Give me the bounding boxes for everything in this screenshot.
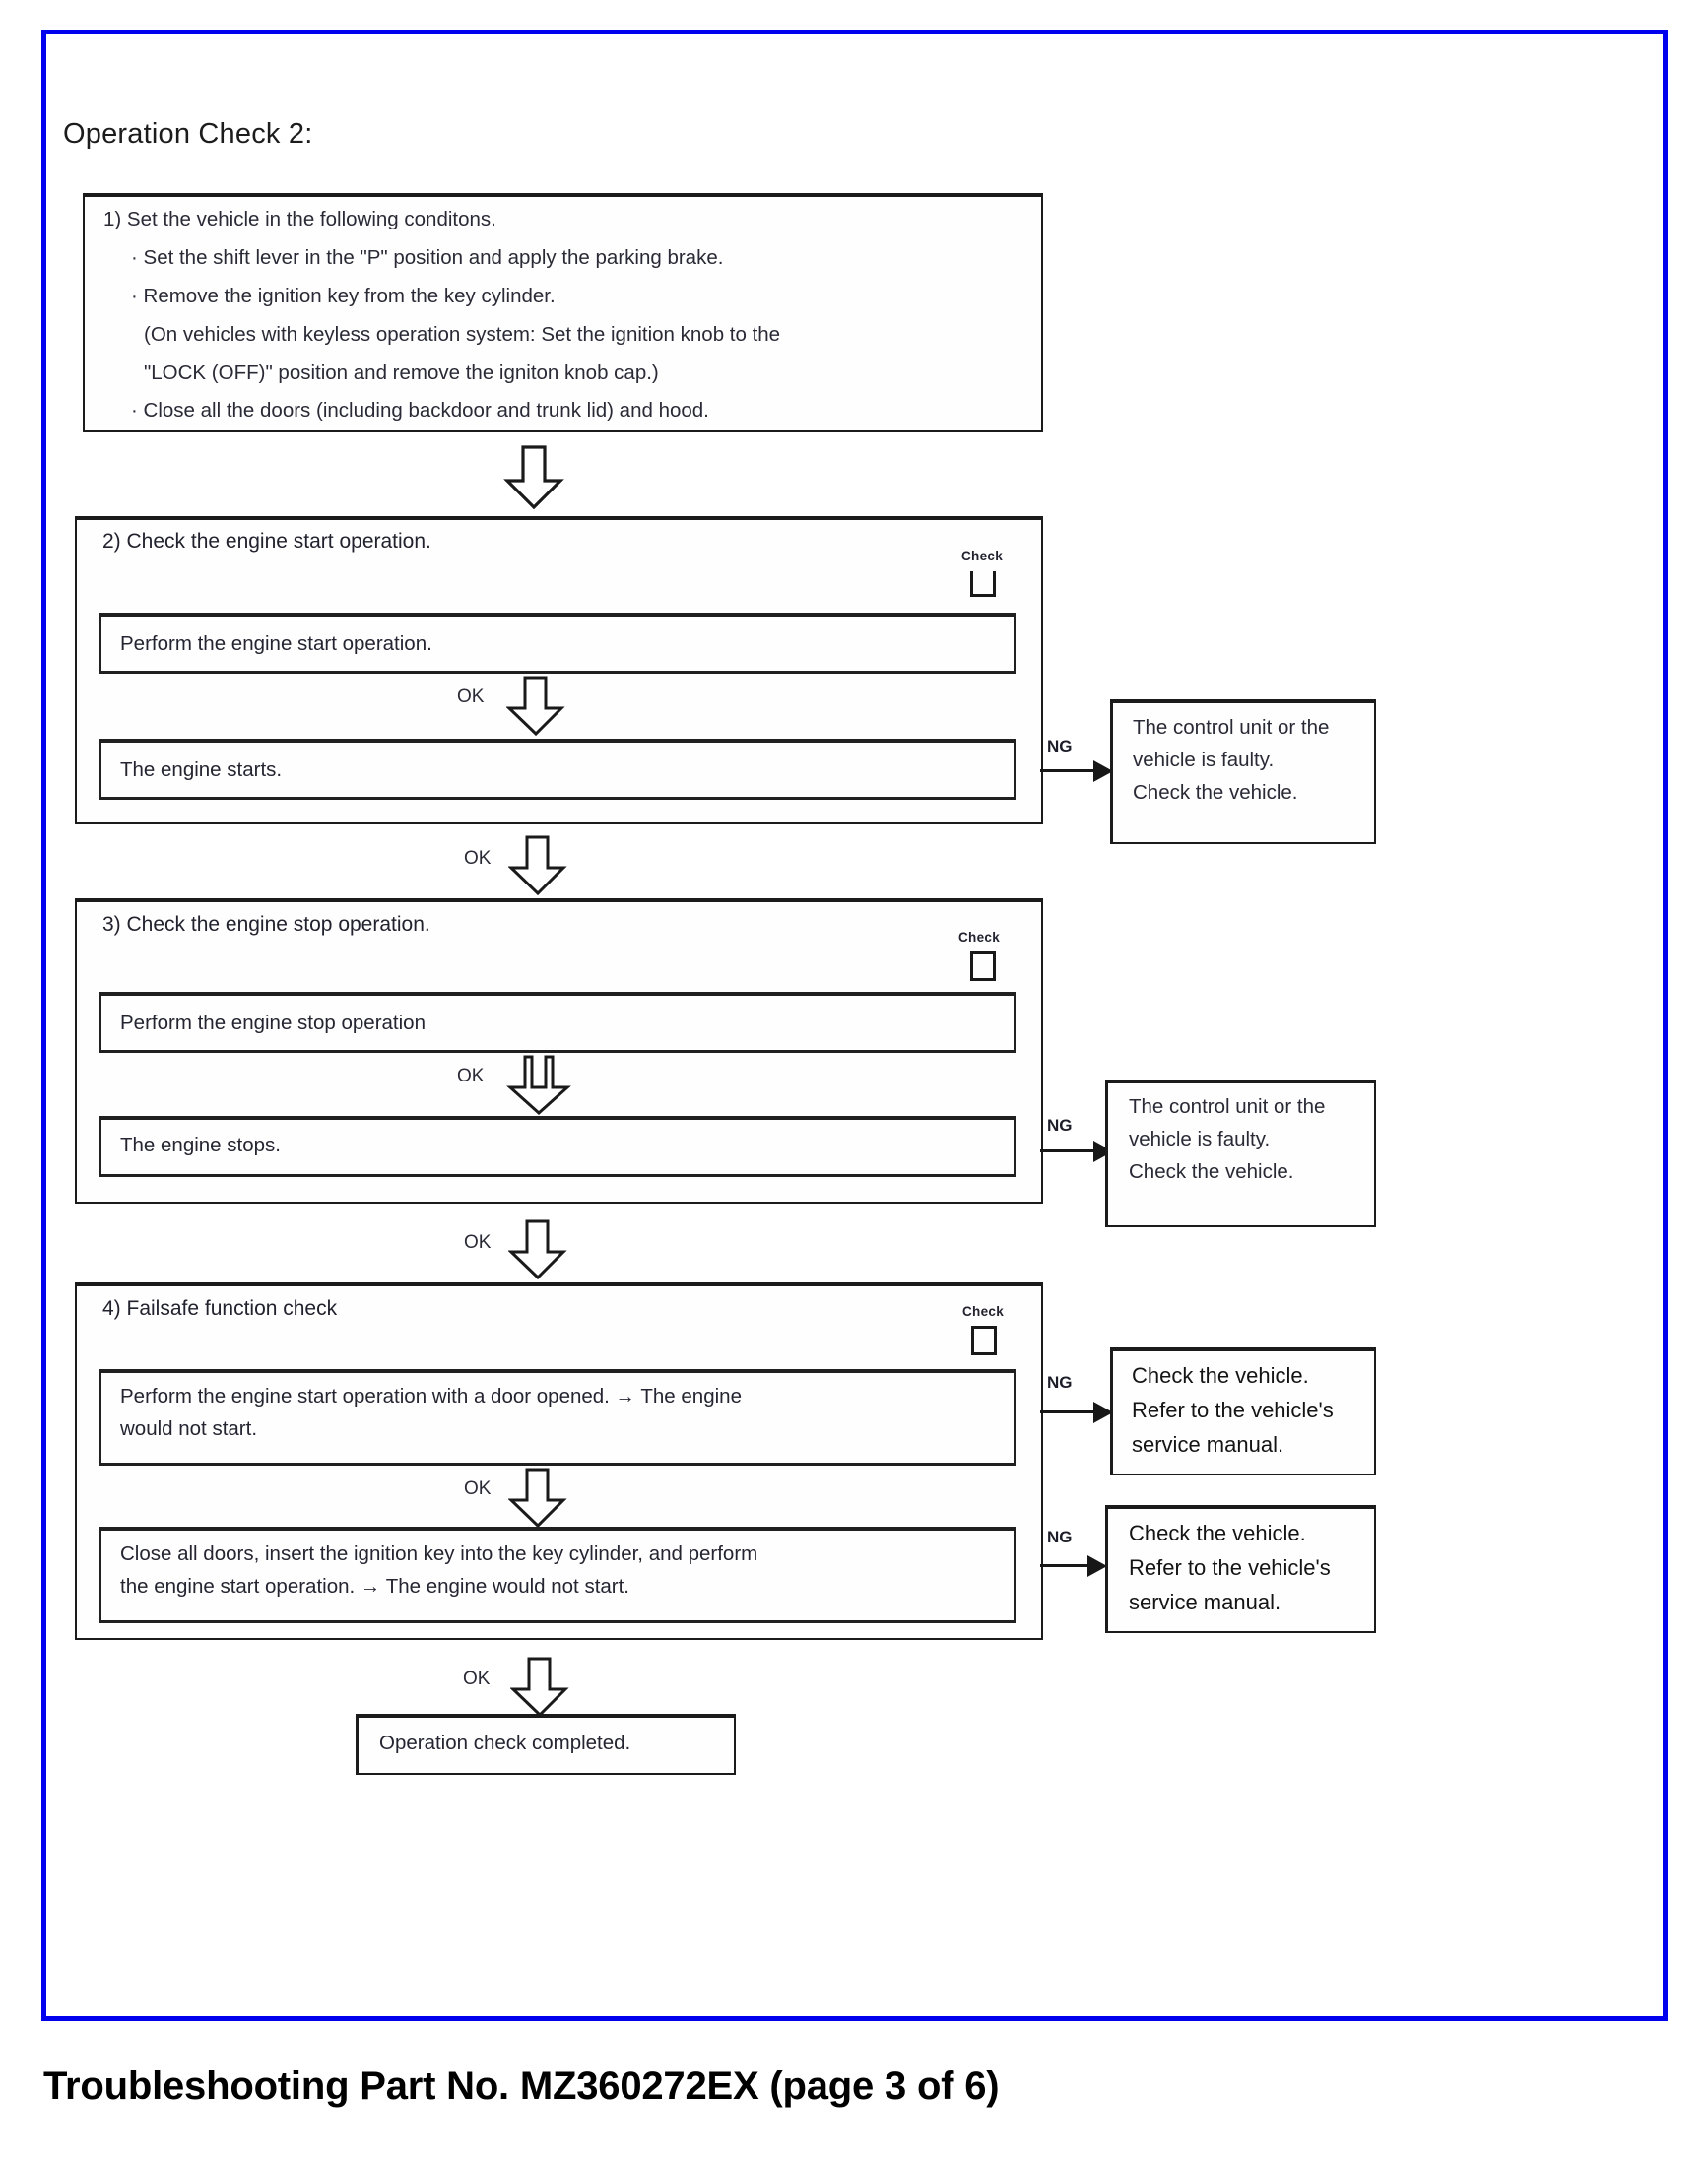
flow-arrow-step3-to-step4 <box>508 1219 567 1280</box>
flow-arrow-step3-action-to-result <box>506 1055 571 1116</box>
step3-heading: 3) Check the engine stop operation. <box>102 913 430 936</box>
step2-result-box <box>99 739 1016 800</box>
footer-part-number: Troubleshooting Part No. MZ360272EX (pag… <box>43 2064 1000 2108</box>
step2-ng-result-box <box>1110 699 1376 844</box>
step3-check-label: Check <box>958 930 1001 945</box>
step4-check-checkbox[interactable] <box>971 1326 997 1355</box>
step1-note-line-2: "LOCK (OFF)" position and remove the ign… <box>144 361 659 384</box>
step1-note-line-1: (On vehicles with keyless operation syst… <box>144 323 781 346</box>
step2-ng-arrowhead <box>1093 760 1113 782</box>
step2-action-box <box>99 613 1016 674</box>
step3-ng-connector-line <box>1040 1149 1099 1152</box>
step2-ng-connector-line <box>1040 769 1099 772</box>
flow-arrow-step2-action-to-result <box>506 676 565 737</box>
operation-check-completed-text: Operation check completed. <box>379 1732 631 1754</box>
step4-action1-text: Perform the engine start operation with … <box>120 1385 742 1440</box>
step4-action1-box <box>99 1369 1016 1466</box>
step2-check-label: Check <box>961 549 1004 563</box>
step4-ng2-arrowhead <box>1087 1555 1107 1577</box>
step4-check-label: Check <box>962 1304 1005 1319</box>
step1-bullet-1: · Set the shift lever in the "P" positio… <box>131 246 724 269</box>
step3-ng-label: NG <box>1047 1116 1073 1135</box>
step3-ng-result-text: The control unit or the vehicle is fault… <box>1129 1095 1326 1183</box>
flow-arrow-step2-to-step3 <box>508 835 567 896</box>
step4-ng2-connector-line <box>1040 1564 1099 1567</box>
operation-check-completed-box <box>356 1714 736 1775</box>
step2-heading: 2) Check the engine start operation. <box>102 530 431 553</box>
flow-arrow-step1-to-step2 <box>503 445 564 510</box>
step2-result-text: The engine starts. <box>120 758 283 781</box>
step3-ng-result-box <box>1105 1080 1376 1227</box>
step4-ok1-label: OK <box>464 1478 492 1499</box>
step4-heading: 4) Failsafe function check <box>102 1297 338 1320</box>
step2-ng-label: NG <box>1047 737 1073 755</box>
page-title: Operation Check 2: <box>63 118 313 150</box>
step2-ok-label: OK <box>457 687 485 707</box>
step4-ng1-connector-line <box>1040 1410 1099 1413</box>
step3-result-box <box>99 1116 1016 1177</box>
flow-arrow-step4-to-completed <box>510 1657 569 1718</box>
step4-ng1-result-text: Check the vehicle. Refer to the vehicle'… <box>1132 1363 1334 1457</box>
step4-ng2-result-text: Check the vehicle. Refer to the vehicle'… <box>1129 1521 1331 1614</box>
step4-action2-text: Close all doors, insert the ignition key… <box>120 1542 758 1598</box>
step4-ng2-label: NG <box>1047 1528 1073 1546</box>
step2-check-checkbox[interactable] <box>970 571 996 597</box>
step4-ng2-result-box <box>1105 1505 1376 1633</box>
step4-action2-box <box>99 1527 1016 1623</box>
flow-arrow-step4-action1-to-action2 <box>508 1468 567 1529</box>
step2-action-text: Perform the engine start operation. <box>120 632 432 655</box>
step1-box <box>83 193 1043 432</box>
step3-exit-ok-label: OK <box>464 1232 492 1253</box>
step3-check-checkbox[interactable] <box>970 951 996 981</box>
step1-bullet-3: · Close all the doors (including backdoo… <box>131 399 709 422</box>
step3-result-text: The engine stops. <box>120 1134 281 1156</box>
step1-bullet-2: · Remove the ignition key from the key c… <box>131 285 556 307</box>
step4-ng1-label: NG <box>1047 1373 1073 1392</box>
step3-action-text: Perform the engine stop operation <box>120 1012 426 1034</box>
step1-heading: 1) Set the vehicle in the following cond… <box>103 208 496 230</box>
step4-exit-ok-label: OK <box>463 1669 491 1689</box>
step2-exit-ok-label: OK <box>464 848 492 869</box>
step2-ng-result-text: The control unit or the vehicle is fault… <box>1133 716 1330 804</box>
step3-ok-label: OK <box>457 1066 485 1086</box>
step4-ng1-arrowhead <box>1093 1402 1113 1423</box>
step3-action-box <box>99 992 1016 1053</box>
step4-ng1-result-box <box>1110 1347 1376 1475</box>
